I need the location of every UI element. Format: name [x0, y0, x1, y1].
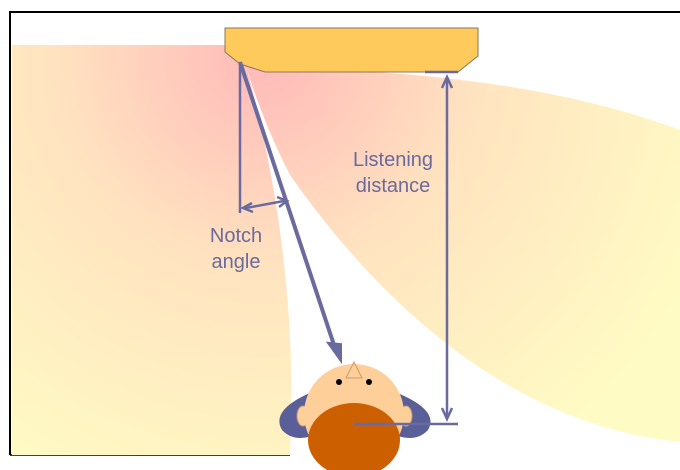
listening-distance-label-line1: Listening: [352, 149, 434, 171]
nose: [345, 360, 363, 379]
hair: [308, 403, 400, 470]
annotations: [238, 61, 458, 426]
speaker-body: [224, 27, 479, 73]
notch-angle-arrow: [245, 199, 285, 210]
notch-angle-label-line1: Notch: [209, 225, 263, 247]
right-radiation-lobe: [246, 66, 680, 442]
listening-axis-line: [238, 61, 336, 346]
listening-axis-arrowhead: [325, 341, 342, 365]
frame-border: [9, 11, 680, 455]
right-eye: [366, 379, 372, 385]
left-eye: [336, 379, 342, 385]
listening-distance-arrowhead-bottom: [440, 407, 454, 423]
listener-figure: [279, 360, 431, 470]
listening-distance-arrowhead-top: [440, 73, 454, 89]
notch-angle-arrowhead-right: [276, 195, 290, 208]
left-radiation-lobe: [12, 45, 292, 455]
listening-distance-label: Listening distance: [338, 147, 448, 199]
listening-distance-label-line2: distance: [355, 175, 431, 197]
notch-angle-label: Notch angle: [196, 223, 276, 275]
notch-angle-label-line2: angle: [211, 251, 261, 273]
notch-angle-arrowhead-left: [240, 201, 254, 214]
